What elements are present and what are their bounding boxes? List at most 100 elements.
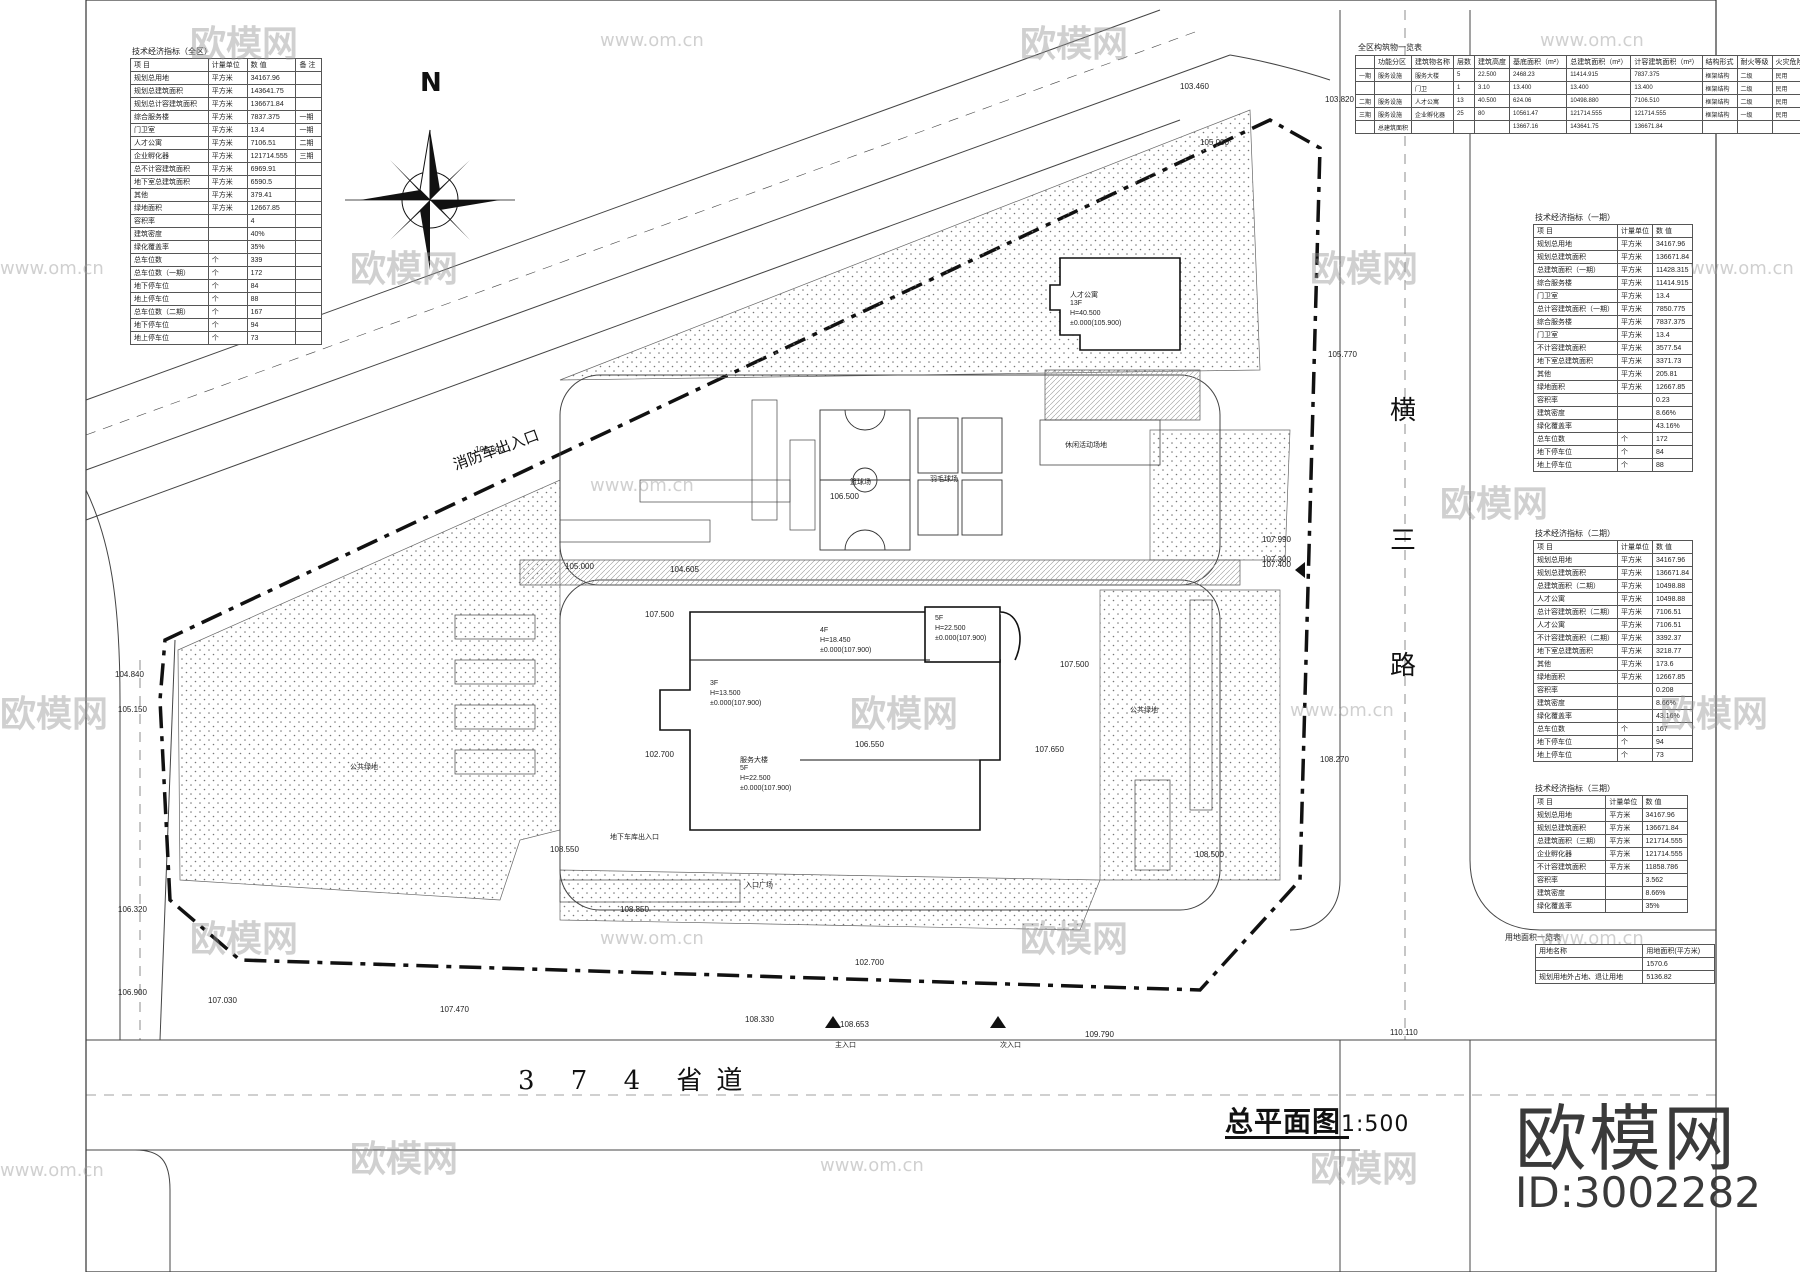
table-cell <box>295 253 322 267</box>
table-cell: 容积率 <box>1533 683 1618 697</box>
table-cell: 服务设施 <box>1374 94 1413 108</box>
table-cell: 43.16% <box>1651 419 1694 433</box>
table-cell: 3577.54 <box>1651 341 1694 355</box>
label-secondary-entrance: 次入口 <box>1000 1042 1021 1049</box>
table-cell: 个 <box>1617 432 1653 446</box>
east-road-label-2: 三 <box>1390 526 1417 556</box>
south-green <box>559 869 1101 931</box>
table-cell: 综合服务楼 <box>130 110 209 124</box>
table-cell: 平方米 <box>1617 263 1653 277</box>
table-cell <box>295 227 322 241</box>
table-cell: 136671.84 <box>1651 566 1694 580</box>
table-cell: 不计容建筑面积（二期） <box>1533 631 1618 645</box>
table-buildings-title: 全区构筑物一览表 <box>1358 43 1422 52</box>
drawing-title-text: 总平面图 <box>1225 1105 1342 1138</box>
table-cell: 二级 <box>1736 68 1773 82</box>
table-cell: 绿地面积 <box>1533 670 1618 684</box>
table-cell: 平方米 <box>1617 618 1653 632</box>
table-header-row: 用地名称用地面积(平方米) <box>1534 944 1715 958</box>
table-cell: 建筑密度 <box>1533 696 1618 710</box>
table-header-cell <box>1354 55 1376 69</box>
table-cell: 地上停车位 <box>1533 748 1618 762</box>
table-header-cell: 项 目 <box>1533 224 1618 238</box>
table-cell: 平方米 <box>1617 566 1653 580</box>
east-road-label-3: 路 <box>1390 651 1417 681</box>
table-cell: 平方米 <box>1605 834 1643 848</box>
table-cell: 总建筑面积（二期） <box>1533 579 1618 593</box>
table-cell: 个 <box>1617 445 1653 459</box>
table-cell: 人才公寓 <box>130 136 209 150</box>
table-cell <box>1617 419 1653 433</box>
elevation-label: 108.330 <box>745 1015 774 1024</box>
south-road <box>86 1039 1716 1272</box>
table-cell: 平方米 <box>207 84 248 98</box>
table-cell <box>1617 683 1653 697</box>
table-cell: 12667.85 <box>1651 670 1694 684</box>
table-header-cell: 火灾危险性类别 <box>1771 55 1800 69</box>
table-header-cell: 建筑物名称 <box>1411 55 1455 69</box>
table-cell <box>1605 873 1643 887</box>
table-cell: 121714.555 <box>246 149 297 163</box>
paved-strip <box>519 559 1241 586</box>
tennis-courts <box>917 417 1003 536</box>
table-cell: 平方米 <box>1617 579 1653 593</box>
table-cell <box>1605 899 1643 913</box>
table-header-cell: 总建筑面积（m²） <box>1566 55 1632 69</box>
table-cell: 三期 <box>1354 107 1376 121</box>
table-cell: 建筑密度 <box>1532 886 1607 900</box>
table-cell: 总计容建筑面积（二期） <box>1533 605 1618 619</box>
table-cell: 框架结构 <box>1701 107 1738 121</box>
table-cell: 172 <box>1651 432 1694 446</box>
table-header-cell: 用地名称 <box>1534 944 1644 958</box>
table-cell: 3371.73 <box>1651 354 1694 368</box>
table-cell: 8.66% <box>1651 406 1694 420</box>
table-cell: 平方米 <box>1617 670 1653 684</box>
table-cell: 121714.555 <box>1566 107 1632 121</box>
table-cell: 地下停车位 <box>1533 445 1618 459</box>
table-cell: 地下停车位 <box>130 279 209 293</box>
elevation-label: 105.770 <box>1328 350 1357 359</box>
table-cell: 平方米 <box>1605 808 1643 822</box>
table-cell: 总建筑面积（三期） <box>1532 834 1607 848</box>
drawing-title: 总平面图1:500 <box>1225 1100 1409 1140</box>
elevation-label: 107.030 <box>208 996 237 1005</box>
table-cell: 绿地面积 <box>1533 380 1618 394</box>
table-cell: 8.66% <box>1651 696 1694 710</box>
table-cell: 7837.375 <box>1630 68 1703 82</box>
label-3f-base: ±0.000(107.900) <box>710 700 762 707</box>
drawing-frame <box>85 0 1717 1272</box>
table-cell: 73 <box>1651 748 1694 762</box>
table-cell <box>295 71 322 85</box>
table-cell: 总车位数 <box>1533 722 1618 736</box>
table-header-cell: 计量单位 <box>1617 224 1653 238</box>
table-cell: 总不计容建筑面积 <box>130 162 209 176</box>
table-cell: 167 <box>246 305 297 319</box>
table-cell <box>1617 709 1653 723</box>
table-cell: 43.16% <box>1651 709 1694 723</box>
table-cell: 总车位数 <box>130 253 209 267</box>
elevation-label: 104.605 <box>670 565 699 574</box>
table-cell: 5 <box>1453 68 1476 82</box>
table-cell: 平方米 <box>207 162 248 176</box>
label-activity: 休闲活动场地 <box>1065 442 1107 449</box>
table-cell: 个 <box>207 331 248 345</box>
table-header-cell: 层数 <box>1453 55 1476 69</box>
table-cell: 容积率 <box>1533 393 1618 407</box>
label-5f-height: H=22.500 <box>935 625 966 632</box>
table-row: 1570.6 <box>1534 957 1715 971</box>
elevation-label: 105.000 <box>1200 138 1229 147</box>
table-cell: 容积率 <box>130 214 209 228</box>
table-cell: 服务设施 <box>1374 68 1413 82</box>
